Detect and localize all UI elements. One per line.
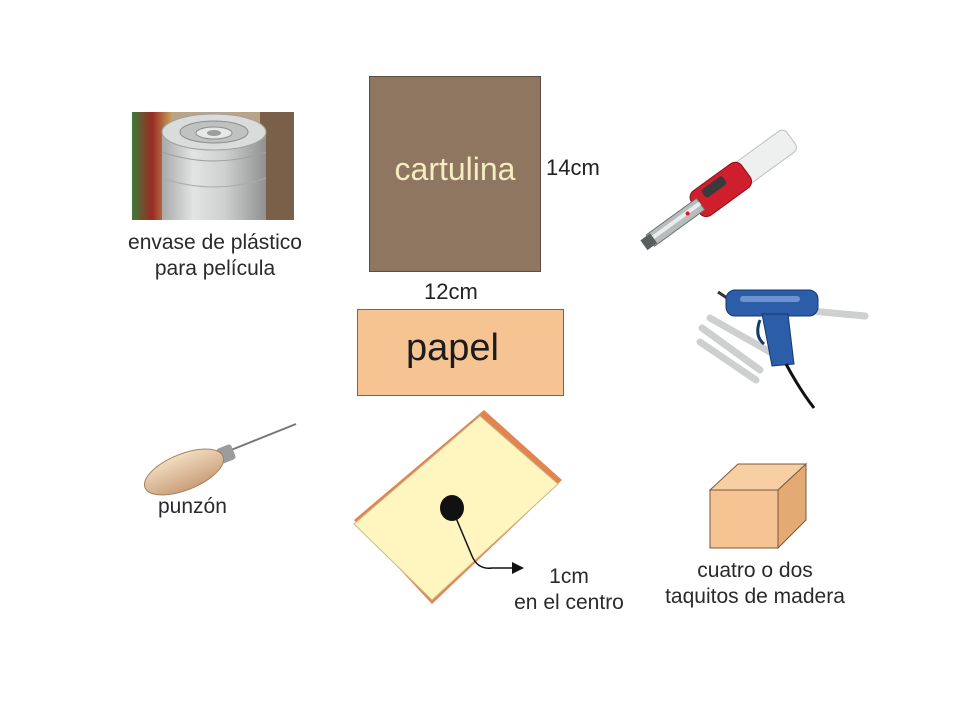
cartulina-height-label: 14cm xyxy=(546,155,600,180)
wooden-block-label: cuatro o dos taquitos de madera xyxy=(640,558,870,610)
papel-label: papel xyxy=(406,327,499,369)
cutter-icon xyxy=(620,115,820,265)
cartulina-width-label: 12cm xyxy=(424,279,478,304)
papel-sheet: papel xyxy=(357,309,564,396)
board-with-hole-icon xyxy=(352,408,562,604)
wooden-block-label-line-2: taquitos de madera xyxy=(665,585,845,608)
canister-label-line-1: envase de plástico xyxy=(128,231,302,254)
hole-label: 1cm en el centro xyxy=(494,564,644,616)
canister-label: envase de plástico para película xyxy=(90,230,340,282)
cartulina-label: cartulina xyxy=(394,150,516,187)
awl-icon xyxy=(138,420,303,500)
awl-label: punzón xyxy=(158,495,227,518)
hole-label-line-2: en el centro xyxy=(514,591,624,614)
cartulina-sheet: cartulina xyxy=(369,76,541,272)
glue-gun-icon xyxy=(690,280,870,415)
hole-label-line-1: 1cm xyxy=(549,565,589,588)
canister-label-line-2: para película xyxy=(154,257,276,280)
film-canister-icon xyxy=(132,112,294,220)
wooden-block-icon xyxy=(708,462,808,552)
wooden-block-label-line-1: cuatro o dos xyxy=(697,559,813,582)
